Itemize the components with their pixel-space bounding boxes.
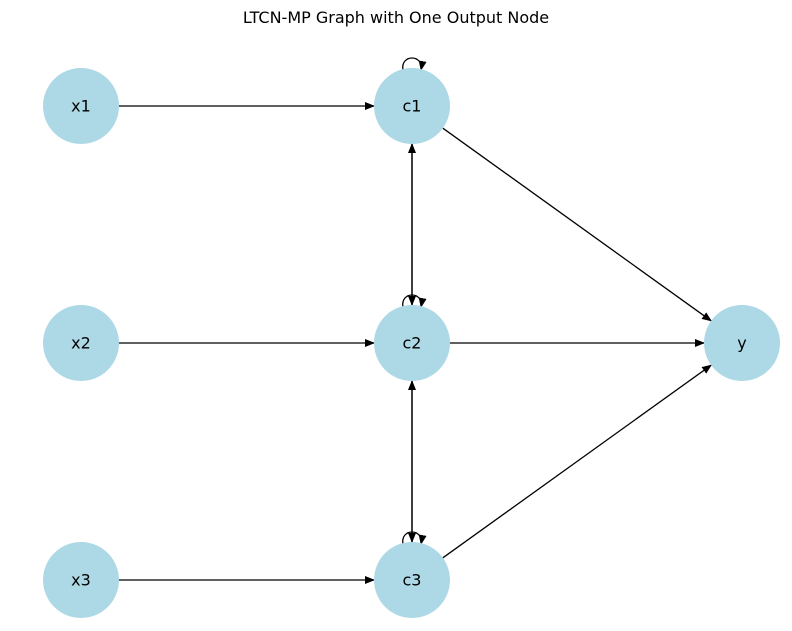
node-c1-circle [374,68,450,144]
node-c1-label: c1 [403,97,422,116]
node-c2-circle [374,305,450,381]
node-x3-circle [43,542,119,618]
node-x3: x3 [43,542,119,618]
node-x1-label: x1 [71,97,91,116]
node-x2-label: x2 [71,334,91,353]
edge-c1-to-c1 [402,57,427,71]
node-y: y [704,305,780,381]
node-x3-label: x3 [71,571,91,590]
node-c3-label: c3 [403,571,422,590]
node-c2-label: c2 [403,334,422,353]
node-y-label: y [737,334,746,353]
node-c3-circle [374,542,450,618]
edge-c1-to-y [442,127,712,322]
node-x2-circle [43,305,119,381]
nodes-layer: x1 x2 x3 c1 c2 c3 y [43,68,780,618]
edge-c3-to-y [442,364,712,559]
node-x1-circle [43,68,119,144]
graph-title: LTCN-MP Graph with One Output Node [242,8,550,27]
edges-layer [119,57,712,584]
node-x1: x1 [43,68,119,144]
node-y-circle [704,305,780,381]
node-x2: x2 [43,305,119,381]
node-c3: c3 [374,542,450,618]
node-c1: c1 [374,68,450,144]
node-c2: c2 [374,305,450,381]
